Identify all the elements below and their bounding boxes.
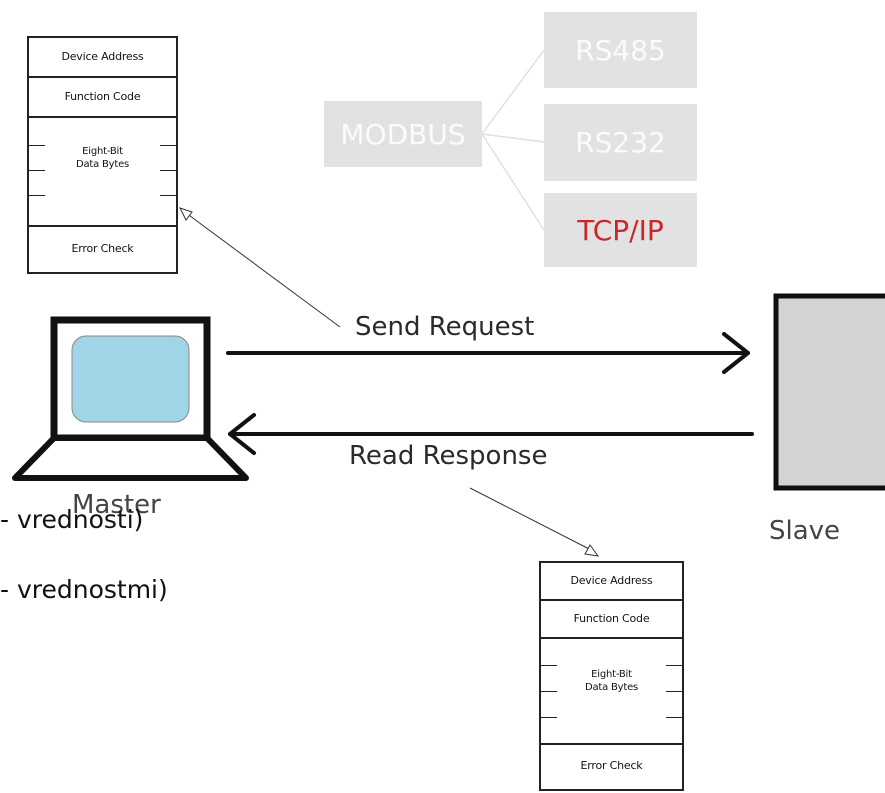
request-frame: Device Address Function Code Eight-Bit D… [27,36,178,274]
function-code-cell: Function Code [29,78,176,118]
data-label-line1: Eight-Bit [82,146,123,157]
tcpip-box: TCP/IP [544,193,697,267]
slide-text-line1: - vrednosti) [0,505,144,534]
slide-text-line2: - vrednostmi) [0,575,168,604]
tcpip-label: TCP/IP [577,213,664,247]
send-request-label: Send Request [355,312,535,342]
read-response-arrow [228,413,754,455]
data-bytes-cell: Eight-Bit Data Bytes [541,639,682,745]
data-label-line1: Eight-Bit [591,669,632,680]
read-response-label: Read Response [349,441,548,471]
device-address-cell: Device Address [541,563,682,601]
pointer-top [179,207,341,328]
modbus-label: MODBUS [340,117,466,151]
data-bytes-cell: Eight-Bit Data Bytes [29,118,176,227]
rs232-box: RS232 [544,104,697,181]
modbus-box: MODBUS [324,101,482,167]
data-label-line2: Data Bytes [584,682,639,693]
response-frame: Device Address Function Code Eight-Bit D… [539,561,684,791]
device-address-cell: Device Address [29,38,176,78]
laptop-icon [12,316,249,481]
slave-label: Slave [769,516,841,546]
pointer-bottom [469,487,600,557]
function-code-cell: Function Code [541,601,682,639]
data-label-line2: Data Bytes [75,159,130,170]
error-check-cell: Error Check [71,242,134,255]
send-request-arrow [226,332,750,374]
rs485-label: RS485 [575,33,666,67]
slave-icon [773,293,885,491]
rs485-box: RS485 [544,12,697,88]
error-check-cell: Error Check [580,759,643,772]
master-label: Master [72,490,161,520]
tree-connectors [481,49,545,231]
rs232-label: RS232 [575,126,666,159]
